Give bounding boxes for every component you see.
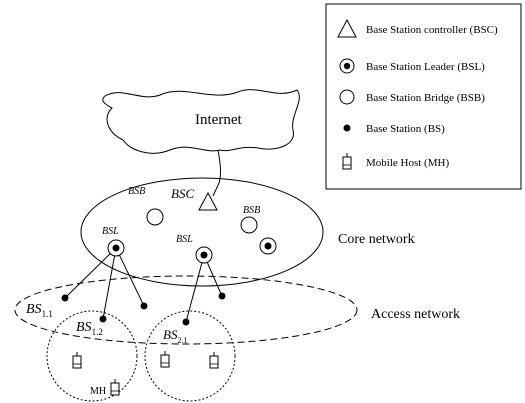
bsl-links bbox=[64, 247, 223, 323]
triangle-icon bbox=[337, 18, 357, 38]
legend-label-bsc: Base Station controller (BSC) bbox=[366, 24, 498, 36]
bsl-node-3 bbox=[259, 237, 277, 255]
bsl-node-1 bbox=[107, 239, 125, 257]
bsb-node-2 bbox=[240, 216, 258, 234]
access-network-label: Access network bbox=[371, 307, 460, 322]
bsb-label-1: BSB bbox=[128, 186, 145, 197]
bsc-label: BSC bbox=[171, 186, 194, 201]
bsb-node-1 bbox=[146, 208, 164, 226]
bsl-label-2: BSL bbox=[176, 234, 193, 245]
legend-label-bsb: Base Station Bridge (BSB) bbox=[366, 92, 485, 104]
access-network-ellipse bbox=[14, 275, 358, 345]
mh-label: MH bbox=[90, 386, 106, 397]
legend-label-bs: Base Station (BS) bbox=[366, 123, 445, 135]
legend: Base Station controller (BSC) Base Stati… bbox=[325, 3, 522, 190]
internet-cloud: Internet bbox=[102, 89, 300, 154]
mobile-host-icon bbox=[160, 351, 170, 368]
bsl-node-2 bbox=[195, 246, 213, 264]
cell-circle-2 bbox=[144, 310, 236, 402]
bsb-label-2: BSB bbox=[243, 205, 260, 216]
cloud-to-bsc-link bbox=[212, 149, 222, 197]
bs-node-2-1 bbox=[182, 318, 190, 326]
mobile-host-icon bbox=[342, 153, 352, 170]
legend-border bbox=[325, 3, 522, 190]
dotted-circle-icon bbox=[339, 58, 355, 74]
bs-node-1-2 bbox=[99, 315, 107, 323]
cloud-shape bbox=[102, 89, 300, 154]
mobile-host-icon bbox=[72, 352, 82, 369]
bs-node-1-3 bbox=[140, 302, 148, 310]
bs-node-2-2 bbox=[218, 292, 226, 300]
bs-node-1-1 bbox=[61, 294, 69, 302]
bs-label-2-1: BS2.1 bbox=[163, 327, 187, 345]
mobile-host-icon bbox=[209, 352, 219, 369]
bs-label-1-2: BS1.2 bbox=[76, 320, 103, 337]
hollow-circle-icon bbox=[339, 89, 355, 105]
internet-label: Internet bbox=[195, 112, 242, 128]
legend-label-mh: Mobile Host (MH) bbox=[366, 157, 449, 169]
cell-circle-1 bbox=[46, 310, 138, 402]
filled-dot-icon bbox=[343, 124, 351, 132]
bsc-node bbox=[198, 191, 218, 211]
bsl-label-1: BSL bbox=[102, 226, 119, 237]
core-network-label: Core network bbox=[338, 232, 415, 247]
mobile-host-icon bbox=[110, 379, 120, 396]
legend-label-bsl: Base Station Leader (BSL) bbox=[366, 61, 485, 73]
core-network-ellipse bbox=[80, 177, 324, 287]
bs-label-1-1: BS1.1 bbox=[26, 302, 53, 319]
